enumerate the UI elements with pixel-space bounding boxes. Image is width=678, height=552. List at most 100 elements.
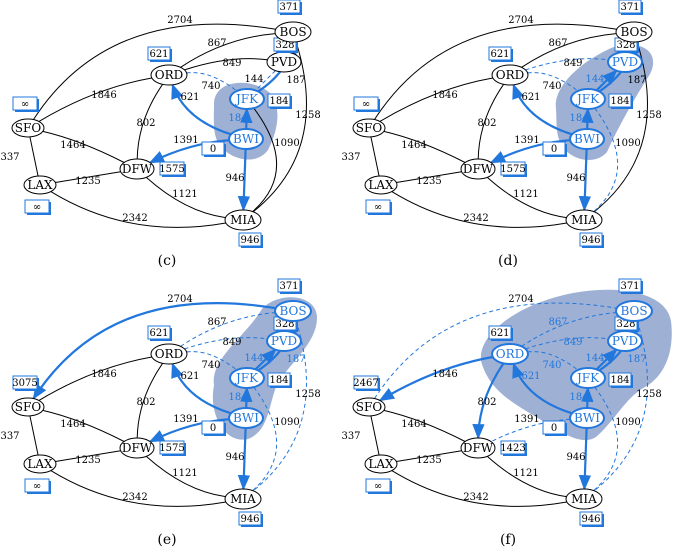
distance-box-lax: ∞: [24, 478, 51, 494]
distance-box-bos: 371: [618, 0, 643, 15]
distance-value: ∞: [33, 202, 41, 213]
node-label: BWI: [233, 411, 259, 425]
edge-dfw-mia: [486, 456, 567, 498]
edge-weight-lax-dfw: 1235: [75, 455, 100, 466]
edge-bwi-mia: [237, 148, 251, 212]
node-lax: LAX: [364, 454, 398, 474]
edge-weight-ord-pvd: 849: [563, 58, 582, 69]
distance-box-jfk: 184: [608, 93, 633, 109]
distance-value: 621: [490, 49, 509, 60]
distance-value: 1423: [500, 443, 525, 454]
edge-lax-dfw: [55, 450, 121, 462]
node-lax: LAX: [23, 175, 57, 195]
edge-weight-sfo-dfw: 1464: [401, 419, 426, 430]
edge-weight-lax-dfw: 1235: [75, 176, 100, 187]
edge-weight-bwi-mia: 946: [566, 173, 585, 184]
edge-bos-mia: [252, 41, 307, 213]
node-ord: ORD: [150, 64, 188, 86]
edge-weight-ord-bwi: 621: [180, 92, 199, 103]
node-mia: MIA: [224, 209, 262, 231]
node-pvd: PVD: [607, 51, 643, 73]
edge-weight-ord-bwi: 621: [521, 92, 540, 103]
edge-ord-bos: [521, 33, 617, 68]
edge-sfo-lax: [29, 415, 39, 456]
distance-value: 1575: [500, 164, 525, 175]
edge-weight-lax-mia: 2342: [122, 213, 147, 224]
node-bwi: BWI: [569, 407, 605, 429]
edge-weight-bos-jfk: 187: [286, 75, 305, 86]
node-jfk: JFK: [570, 88, 606, 110]
edge-ord-dfw: [477, 84, 505, 160]
node-dfw: DFW: [119, 158, 155, 180]
edge-weight-bos-mia: 1258: [295, 110, 320, 121]
distance-value: 0: [551, 423, 557, 434]
node-mia: MIA: [565, 488, 603, 510]
edge-ord-jfk: [527, 72, 579, 92]
edge-weight-dfw-mia: 1121: [172, 189, 197, 200]
edge-sfo-lax: [29, 136, 39, 177]
edge-bwi-dfw: [148, 139, 230, 164]
edge-weight-bwi-dfw: 1391: [173, 135, 198, 146]
distance-box-ord: 621: [488, 46, 513, 62]
edge-weight-sfo-lax: 337: [341, 431, 360, 442]
distance-value: 371: [279, 281, 298, 292]
edge-weight-dfw-mia: 1121: [513, 189, 538, 200]
distance-value: 1575: [159, 443, 184, 454]
node-jfk: JFK: [570, 367, 606, 389]
edge-sfo-dfw: [383, 409, 466, 442]
panel-f: 2704184633714641235234286784974062180214…: [341, 278, 672, 548]
edge-pvd-jfk: [595, 348, 618, 371]
edge-weight-bos-jfk: 187: [286, 354, 305, 365]
edge-weight-lax-mia: 2342: [463, 213, 488, 224]
node-bwi: BWI: [228, 407, 264, 429]
edge-weight-sfo-lax: 337: [0, 152, 19, 163]
distance-box-bwi: 0: [542, 420, 567, 436]
edge-weight-ord-dfw: 802: [136, 118, 155, 129]
node-label: LAX: [27, 178, 53, 192]
edge-bwi-dfw: [490, 418, 571, 443]
node-dfw: DFW: [119, 437, 155, 459]
distance-box-sfo: 3075: [12, 375, 39, 391]
distance-box-dfw: 1575: [500, 161, 527, 177]
node-label: JFK: [234, 371, 259, 385]
distance-box-dfw: 1423: [500, 440, 527, 456]
distance-box-ord: 621: [147, 46, 172, 62]
edge-weight-ord-bos: 867: [548, 38, 567, 49]
edge-weight-lax-mia: 2342: [463, 492, 488, 503]
distance-value: 328: [275, 40, 294, 51]
panel-caption: (e): [157, 532, 176, 548]
distance-value: 946: [581, 235, 600, 246]
edge-bos-mia: [252, 320, 307, 492]
edge-weight-sfo-dfw: 1464: [401, 140, 426, 151]
distance-value: ∞: [374, 481, 382, 492]
distance-box-mia: 946: [579, 511, 604, 527]
edge-weight-ord-bos: 867: [207, 317, 226, 328]
edge-jfk-mia: [252, 386, 278, 491]
node-sfo: SFO: [11, 118, 45, 138]
node-pvd: PVD: [266, 330, 302, 352]
node-label: PVD: [271, 55, 297, 69]
distance-box-ord: 621: [147, 325, 172, 341]
edge-weight-jfk-mia: 1090: [274, 138, 299, 149]
edge-ord-dfw: [136, 84, 164, 160]
distance-value: ∞: [33, 481, 41, 492]
edge-ord-jfk: [186, 351, 238, 371]
edge-jfk-mia: [593, 107, 619, 212]
node-label: ORD: [155, 347, 184, 361]
edge-ord-jfk: [186, 72, 238, 92]
node-bos: BOS: [615, 300, 653, 322]
edge-sfo-dfw: [383, 130, 466, 163]
edge-weight-lax-dfw: 1235: [416, 176, 441, 187]
distance-value: 0: [551, 144, 557, 155]
edge-weight-bwi-dfw: 1391: [173, 414, 198, 425]
edge-jfk-bwi: [240, 107, 253, 130]
distance-value: 3075: [12, 378, 37, 389]
edge-weight-sfo-dfw: 1464: [60, 419, 85, 430]
edge-weight-ord-dfw: 802: [477, 118, 496, 129]
edge-ord-bos: [180, 312, 276, 347]
distance-value: 184: [610, 375, 629, 386]
node-ord: ORD: [150, 343, 188, 365]
edge-bwi-mia: [237, 427, 251, 491]
edge-weight-jfk-mia: 1090: [615, 138, 640, 149]
node-label: BOS: [279, 304, 306, 318]
